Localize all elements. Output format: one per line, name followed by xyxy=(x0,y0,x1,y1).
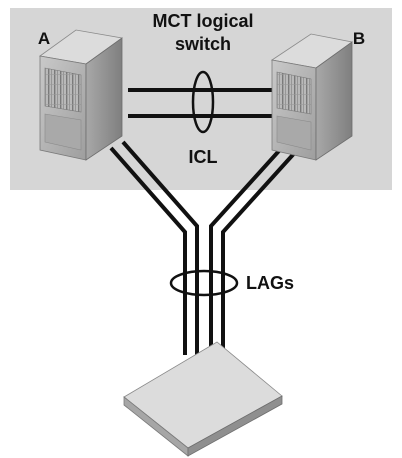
device-right-side xyxy=(187,395,283,457)
switch-b xyxy=(270,33,353,161)
lags-label: LAGs xyxy=(246,273,294,293)
device-top xyxy=(123,341,283,449)
switch-b-line-cards xyxy=(276,71,312,115)
switch-b-side xyxy=(315,41,353,161)
switch-a-side xyxy=(85,37,123,161)
links xyxy=(109,88,301,355)
switch-b-panel xyxy=(276,115,312,151)
logical-switch-label-line2: switch xyxy=(175,34,231,54)
switch-a xyxy=(38,29,124,161)
icl-label: ICL xyxy=(189,147,218,167)
switch-a-line-cards xyxy=(44,67,82,113)
switch-b-label: B xyxy=(353,29,365,48)
lag-link-a-inner xyxy=(121,140,199,355)
logical-switch-label-line1: MCT logical xyxy=(152,11,253,31)
icl-bundle-ellipse xyxy=(191,70,215,134)
switch-a-label: A xyxy=(38,29,50,48)
lag-link-a-outer xyxy=(109,146,187,355)
lag-bundle-ellipse xyxy=(169,269,239,297)
lag-link-b-inner xyxy=(209,140,289,355)
downstream-device xyxy=(123,341,283,457)
switch-a-panel xyxy=(44,113,82,151)
lag-link-b-outer xyxy=(221,146,301,355)
